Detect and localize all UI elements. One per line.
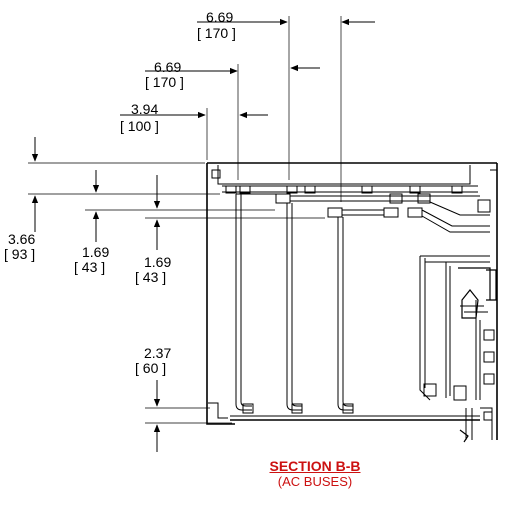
dim-value-in: 1.69 <box>144 254 171 270</box>
dim-value-in: 1.69 <box>82 244 109 260</box>
dim-value-in: 3.66 <box>8 231 35 247</box>
dimension-lines <box>28 16 375 452</box>
insulator-blocks <box>225 185 491 218</box>
dimension-1-69-right: 1.69 [ 43 ] <box>135 254 171 285</box>
dimension-2-37: 2.37 [ 60 ] <box>135 345 171 376</box>
section-subtitle: (AC BUSES) <box>277 474 353 489</box>
dimension-6-69-top: 6.69 [ 170 ] <box>197 9 236 41</box>
dimension-1-69-left: 1.69 [ 43 ] <box>74 244 109 275</box>
dim-value-in: 3.94 <box>131 101 158 117</box>
dim-value-mm: [ 170 ] <box>145 74 184 90</box>
dim-value-in: 6.69 <box>154 59 181 75</box>
ac-busbars <box>235 193 490 414</box>
dim-value-mm: [ 60 ] <box>135 360 166 376</box>
dim-value-mm: [ 100 ] <box>120 118 159 134</box>
dim-value-mm: [ 43 ] <box>135 269 166 285</box>
dim-value-mm: [ 170 ] <box>197 25 236 41</box>
dimension-6-69-mid: 6.69 [ 170 ] <box>145 59 184 90</box>
dimension-3-66: 3.66 [ 93 ] <box>4 231 35 262</box>
dim-value-in: 6.69 <box>206 9 233 25</box>
dim-value-mm: [ 43 ] <box>74 259 105 275</box>
dim-value-mm: [ 93 ] <box>4 246 35 262</box>
component-assembly <box>419 255 497 443</box>
dim-value-in: 2.37 <box>144 345 171 361</box>
dimension-3-94: 3.94 [ 100 ] <box>120 101 159 134</box>
enclosure <box>206 162 498 440</box>
section-title: SECTION B-B <box>269 458 361 474</box>
